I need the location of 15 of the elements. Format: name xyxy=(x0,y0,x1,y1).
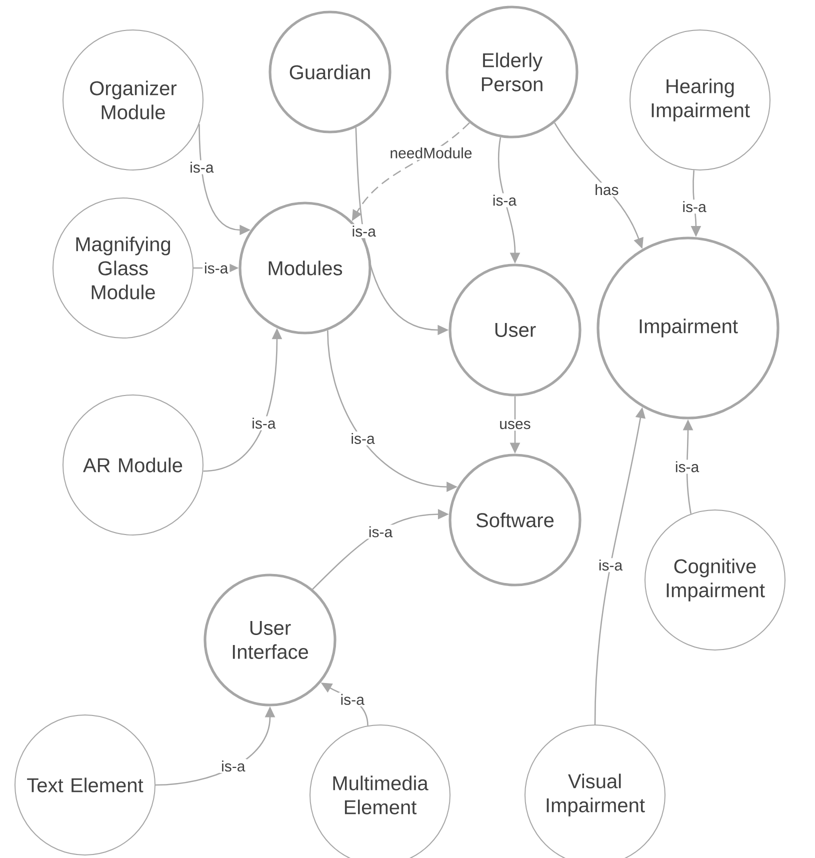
edge-label: is-a xyxy=(366,524,394,539)
edge-label: is-a xyxy=(596,558,624,572)
edge-label: is-a xyxy=(350,224,378,238)
edge-label: is-a xyxy=(250,416,278,430)
edge-label: is-a xyxy=(349,431,376,446)
edge-label: is-a xyxy=(490,193,518,208)
edge-label: is-a xyxy=(202,261,230,275)
edge-label: is-a xyxy=(188,160,216,174)
edge-label: is-a xyxy=(338,692,366,706)
edge-label: is-a xyxy=(673,460,701,474)
edge-label: is-a xyxy=(220,759,247,774)
edge-label: needModule xyxy=(388,146,474,160)
edge-label: uses xyxy=(498,419,532,431)
edge-label: is-a xyxy=(680,200,708,214)
edge-label: has xyxy=(593,182,620,197)
